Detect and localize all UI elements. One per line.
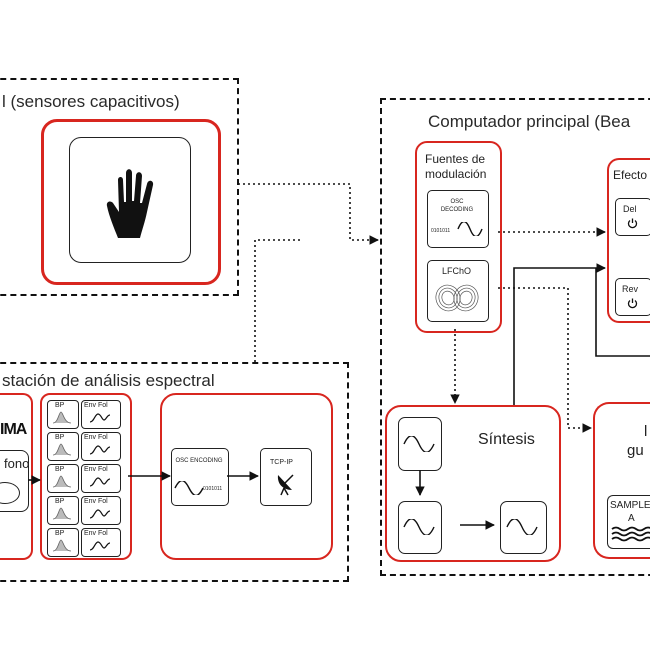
sampler-title-2: gu (627, 442, 644, 459)
sampler-label-1: SAMPLE (610, 500, 650, 511)
mic-label: fono (4, 456, 30, 471)
envelope-icon (89, 540, 111, 552)
osc-decoding-label-2: DECODING (440, 207, 474, 213)
reverb-label: Rev (622, 284, 639, 294)
effects-title: Efecto (613, 168, 648, 182)
oscillator-block (500, 501, 547, 554)
envelope-icon (89, 412, 111, 424)
knob-icon (627, 218, 638, 229)
osc-decoding-label-1: OSC (450, 199, 464, 205)
bandpass-curve-icon (52, 411, 72, 424)
bandpass-block (47, 496, 79, 525)
arrow-sensor-to-main (238, 183, 379, 245)
osc-decoding-block (427, 190, 489, 248)
envelope-follower-label: Env Fol (84, 530, 108, 537)
spectral-panel (0, 362, 349, 582)
osc-encoding-block (171, 448, 229, 506)
tcp-label: TCP-IP (270, 459, 293, 466)
delay-label: Del (623, 204, 637, 214)
envelope-follower-label: Env Fol (84, 466, 108, 473)
envelope-follower-block (81, 496, 121, 525)
sensor-panel-title: l (sensores capacitivos) (2, 92, 180, 111)
knob-icon (627, 298, 638, 309)
synthesis-title: Síntesis (478, 431, 535, 448)
envelope-follower-block (81, 400, 121, 429)
osc-encoding-label: OSC ENCODING (175, 458, 223, 464)
delay-block (615, 198, 650, 236)
hand-icon (106, 168, 158, 240)
waves-icon (611, 526, 650, 542)
bandpass-curve-icon (52, 507, 72, 520)
tcp-block (260, 448, 312, 506)
arrow-spectral-to-main (254, 239, 300, 362)
envelope-follower-label: Env Fol (84, 434, 108, 441)
main-computer-title: Computador principal (Bea (428, 112, 631, 131)
envelope-follower-block (81, 432, 121, 461)
sine-icon (506, 519, 538, 535)
decoding-bits: 0101011 (431, 228, 451, 234)
logo-text: IMA (0, 421, 27, 438)
envelope-icon (89, 444, 111, 456)
envelope-follower-block (81, 528, 121, 557)
sampler-title-1: l (644, 423, 648, 440)
oscillator-block (398, 417, 442, 471)
modulation-title-1: Fuentes de (425, 152, 486, 166)
sine-icon (174, 481, 204, 495)
satellite-dish-icon (275, 472, 297, 496)
envelope-follower-label: Env Fol (84, 498, 108, 505)
lfcho-label: LFChO (442, 266, 472, 276)
bandpass-curve-icon (52, 475, 72, 488)
envelope-follower-label: Env Fol (84, 402, 108, 409)
bandpass-label: BP (55, 402, 65, 409)
bandpass-curve-icon (52, 443, 72, 456)
envelope-icon (89, 476, 111, 488)
sine-icon (457, 222, 483, 236)
bandpass-label: BP (55, 530, 65, 537)
bandpass-label: BP (55, 466, 65, 473)
envelope-icon (89, 508, 111, 520)
bandpass-curve-icon (52, 539, 72, 552)
sine-icon (403, 436, 435, 452)
bandpass-label: BP (55, 434, 65, 441)
envelope-follower-block (81, 464, 121, 493)
chaos-attractor-icon (433, 278, 481, 316)
encoding-bits: 0101011 (203, 486, 223, 492)
sampler-label-2: A (628, 513, 635, 524)
spectral-panel-title: stación de análisis espectral (2, 371, 215, 390)
bandpass-label: BP (55, 498, 65, 505)
main-computer-panel (380, 98, 650, 576)
modulation-title-2: modulación (425, 167, 487, 181)
sine-icon (403, 519, 435, 535)
